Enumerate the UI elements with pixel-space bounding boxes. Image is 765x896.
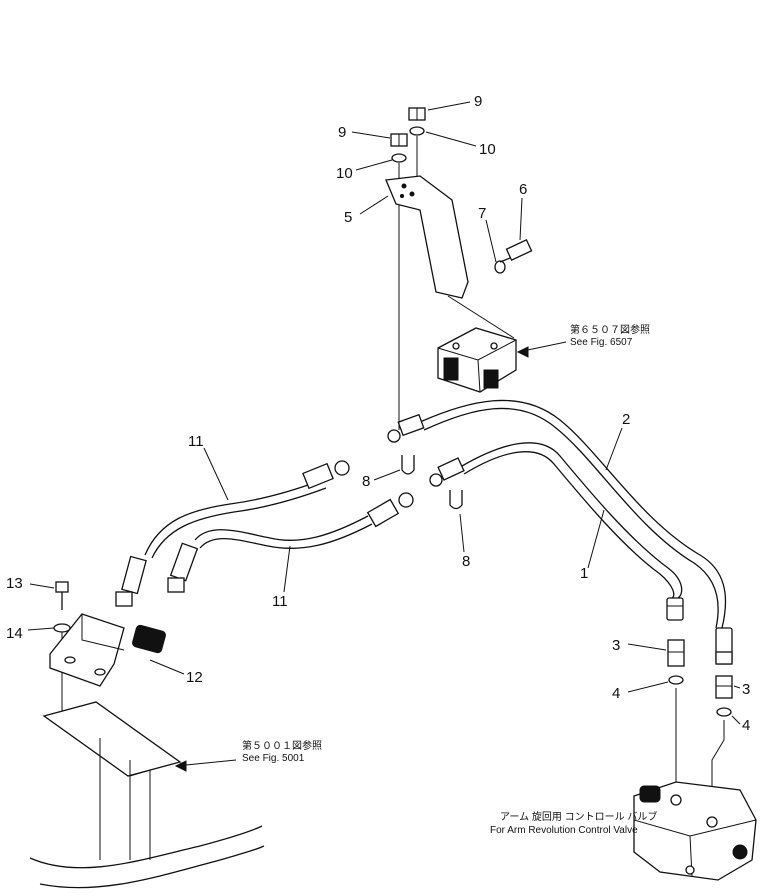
note-6507-jp: 第６５０７図参照	[570, 323, 650, 336]
bracket-12	[49, 613, 125, 687]
hose-11-upper	[144, 479, 327, 559]
oring-4-right	[716, 707, 732, 717]
hose-fitting-11-lower	[366, 492, 414, 528]
washer-14	[53, 623, 71, 633]
guide-bracket-valve	[447, 295, 515, 339]
label-4-left: 4	[612, 685, 620, 702]
hose-1	[461, 442, 683, 599]
label-2: 2	[622, 411, 630, 428]
note-5001-jp: 第５００１図参照	[242, 739, 322, 752]
hose-11-lower	[194, 515, 373, 549]
label-8-upper: 8	[362, 473, 370, 490]
label-3-right: 3	[742, 681, 750, 698]
label-7: 7	[478, 205, 486, 222]
washer-10-top	[409, 126, 425, 136]
hose-fitting-11-upper	[302, 460, 350, 490]
label-14: 14	[6, 625, 23, 642]
label-1: 1	[580, 565, 588, 582]
hose-fitting-left-b	[167, 542, 199, 593]
frame-5001	[29, 701, 265, 889]
label-13: 13	[6, 575, 23, 592]
valve-6507	[437, 327, 517, 393]
hose-fitting-upper-2	[387, 413, 425, 443]
label-10-mid: 10	[336, 165, 353, 182]
label-10-top: 10	[479, 141, 496, 158]
union-3-right	[715, 675, 733, 699]
label-5: 5	[344, 209, 352, 226]
hose-fitting-upper-1	[429, 457, 465, 487]
leader-lines	[27, 101, 741, 772]
bolt-13	[55, 581, 69, 610]
clip-8-lower	[449, 490, 463, 510]
nut-9-mid	[390, 133, 408, 147]
label-4-right: 4	[742, 717, 750, 734]
washer-10-mid	[391, 153, 407, 163]
union-3-left	[667, 639, 685, 667]
label-11-upper: 11	[188, 433, 204, 450]
hose-fitting-left-a	[115, 555, 147, 607]
clamp-block	[132, 624, 166, 654]
hose-2	[419, 399, 727, 629]
hose-fitting-right-2	[715, 627, 733, 665]
label-8-lower: 8	[462, 553, 470, 570]
label-9-top: 9	[474, 93, 482, 110]
note-valve-jp: アーム 旋回用 コントロール バルブ	[500, 810, 657, 823]
note-6507-en: See Fig. 6507	[570, 337, 633, 348]
note-5001-en: See Fig. 5001	[242, 753, 305, 764]
hose-fitting-right-1	[666, 597, 684, 621]
label-3-left: 3	[612, 637, 620, 654]
oring-4-left	[668, 675, 684, 685]
label-6: 6	[519, 181, 527, 198]
label-9-mid: 9	[338, 124, 346, 141]
arm-revolution-control-valve	[633, 781, 757, 881]
clip-8-upper	[401, 455, 415, 475]
nut-9-top	[408, 107, 426, 121]
bolt-6	[499, 239, 533, 263]
note-valve-en: For Arm Revolution Control Valve	[490, 825, 638, 836]
label-12: 12	[186, 669, 203, 686]
bracket-5	[385, 175, 469, 299]
washer-7	[494, 260, 506, 274]
label-11-lower: 11	[272, 593, 288, 610]
